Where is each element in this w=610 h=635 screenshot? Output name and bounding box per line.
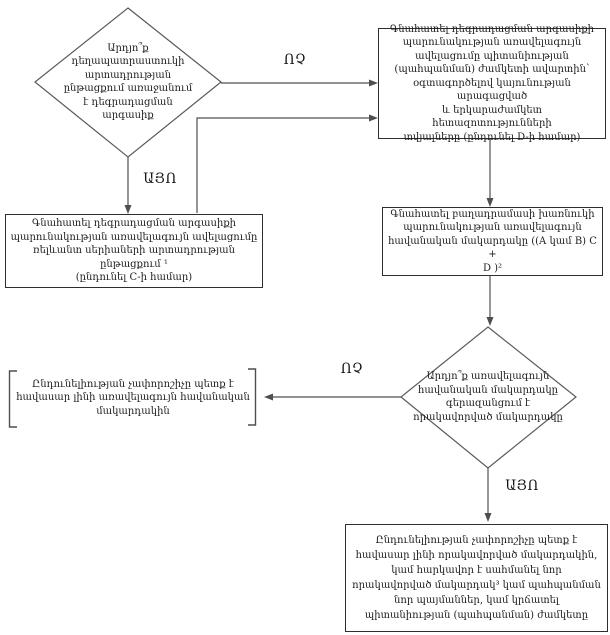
arrowhead-icon — [124, 205, 132, 214]
box-assess-component-impurity: Գնահատել բաղադրամասի խառնուկի պարունակու… — [382, 207, 603, 276]
arrowhead-icon — [484, 513, 492, 522]
arrow-box-c-to-box-d — [196, 114, 378, 213]
label-no-mid: ՈՉ — [340, 361, 364, 377]
box-final-criterion: Ընդունելիության չափորոշիչը պետք է հավասա… — [345, 524, 608, 632]
arrowhead-icon — [486, 317, 494, 326]
box-assess-manufacture: Գնահատել դեգրադացման արգասիքի պարունակու… — [5, 214, 263, 288]
arrowhead-icon — [486, 198, 494, 207]
arrow-yes-to-box-c — [124, 157, 132, 214]
arrowhead-icon — [264, 393, 273, 401]
decision-top-text: Արդյո՞ք դեղապատրաստուկի արտադրության ընթ… — [63, 42, 193, 122]
arrow-no-to-box-d — [221, 79, 378, 87]
label-yes-bottom: ԱՅՈ — [505, 478, 539, 494]
bracket-note-text: Ընդունելիության չափորոշիչը պետք է հավասա… — [16, 378, 250, 417]
arrow-yes-to-box-final — [484, 468, 492, 522]
decision-mid-text: Արդյո՞ք առավելագույն հավանական մակարդակը… — [413, 371, 563, 423]
label-yes-top: ԱՅՈ — [143, 171, 177, 187]
arrow-box-b-to-decision-mid — [486, 276, 494, 326]
label-no-top: ՈՉ — [283, 52, 307, 68]
left-bracket-icon — [8, 370, 17, 428]
right-bracket-icon — [248, 368, 257, 426]
arrow-no-to-bracket-note — [264, 393, 401, 401]
box-assess-shelf-life: Գնահատել դեգրադացման արգասիքի պարունակու… — [378, 24, 606, 143]
arrow-box-d-to-box-b — [486, 139, 494, 207]
arrowhead-icon — [369, 79, 378, 87]
arrowhead-icon — [369, 114, 378, 122]
